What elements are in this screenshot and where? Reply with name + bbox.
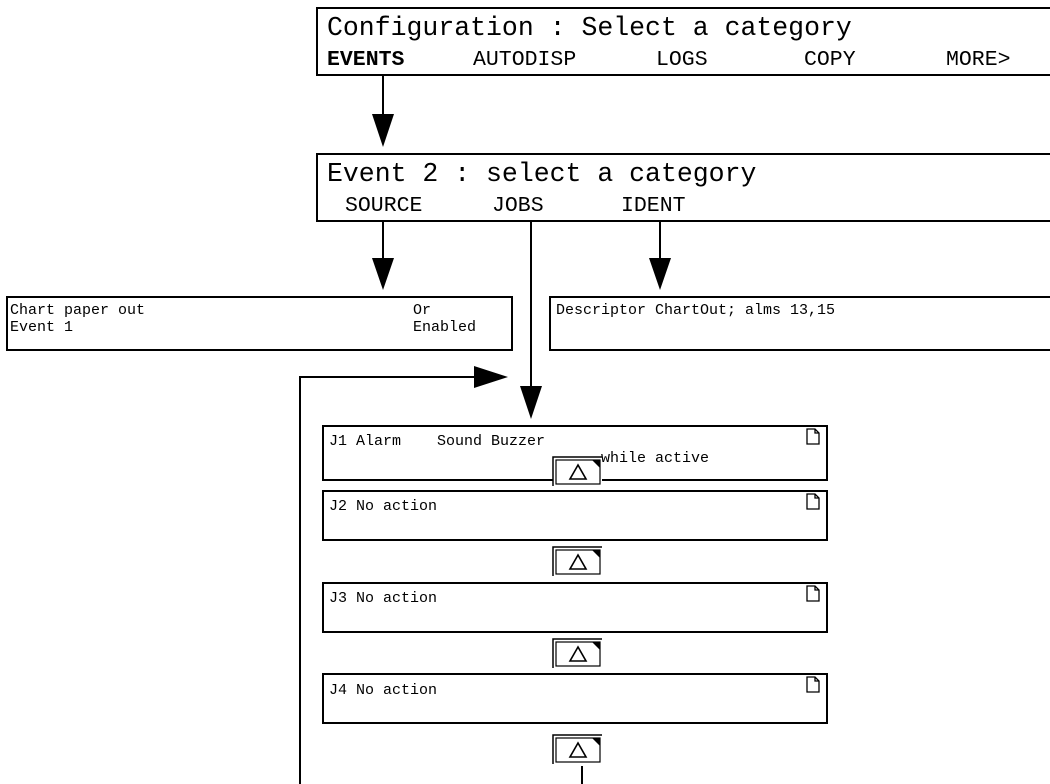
ident-panel (549, 296, 1050, 351)
arrowhead-jobs (520, 386, 542, 419)
config-screen (316, 7, 1050, 76)
document-icon (806, 428, 820, 445)
job-box-j4[interactable] (322, 673, 828, 724)
source-line2-right: Enabled (413, 319, 477, 336)
tab-ident[interactable]: IDENT (621, 194, 686, 218)
loop-back-line-left (299, 376, 480, 784)
tab-logs[interactable]: LOGS (656, 48, 708, 72)
tab-jobs[interactable]: JOBS (492, 194, 544, 218)
job-box-j2[interactable] (322, 490, 828, 541)
job-box-j3[interactable] (322, 582, 828, 633)
document-icon (806, 585, 820, 602)
ident-text: Descriptor ChartOut; alms 13,15 (556, 302, 836, 319)
event-title: Event 2 : select a category (327, 159, 757, 189)
up-arrow-key-icon[interactable] (552, 734, 602, 764)
source-line2-left: Event 1 (10, 319, 74, 336)
up-arrow-key-icon[interactable] (552, 546, 602, 576)
job-j4-label: J4 No action (329, 682, 438, 699)
up-arrow-key-icon[interactable] (552, 638, 602, 668)
event-screen (316, 153, 1050, 222)
arrowhead-ident (649, 258, 671, 290)
document-icon (806, 493, 820, 510)
job-j1-detail: while active (601, 450, 710, 467)
tab-copy[interactable]: COPY (804, 48, 856, 72)
arrowhead-loop (474, 366, 508, 388)
tab-events[interactable]: EVENTS (327, 48, 405, 72)
config-title: Configuration : Select a category (327, 13, 852, 43)
arrowhead-events (372, 114, 394, 147)
source-line1-left: Chart paper out (10, 302, 146, 319)
document-icon (806, 676, 820, 693)
source-line1-right: Or (413, 302, 432, 319)
source-panel (6, 296, 513, 351)
job-j3-label: J3 No action (329, 590, 438, 607)
tab-autodisp[interactable]: AUTODISP (473, 48, 577, 72)
arrowhead-source (372, 258, 394, 290)
job-j1-label: J1 Alarm Sound Buzzer (329, 433, 546, 450)
up-arrow-key-icon[interactable] (552, 456, 602, 486)
tab-source[interactable]: SOURCE (345, 194, 423, 218)
job-j2-label: J2 No action (329, 498, 438, 515)
tab-more[interactable]: MORE> (946, 48, 1011, 72)
